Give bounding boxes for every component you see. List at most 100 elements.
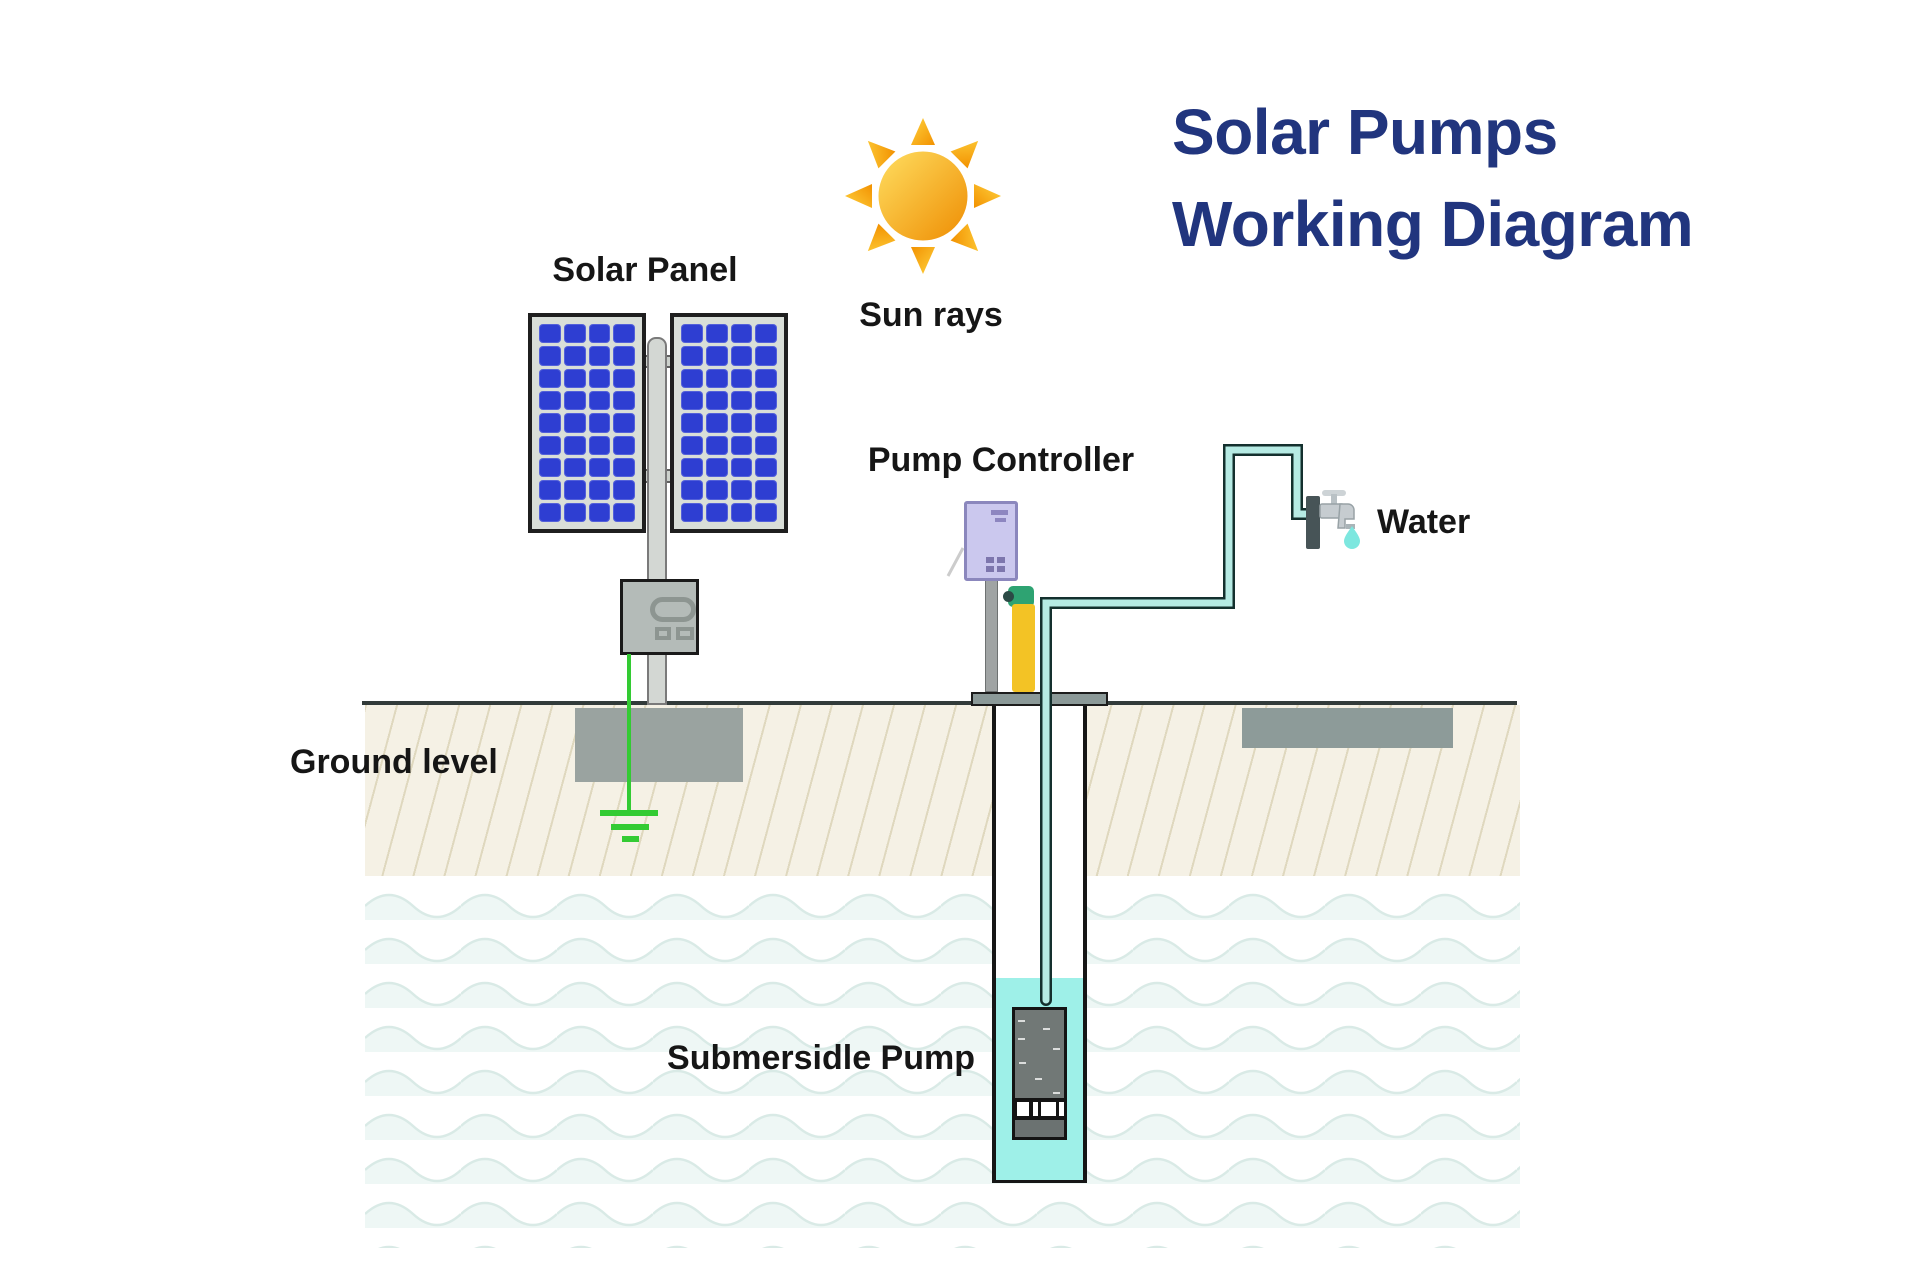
solar-cell [730,324,753,344]
controller-wire [946,547,965,577]
title-line-1: Solar Pumps [1172,96,1558,168]
solar-panel-left [528,313,646,533]
meter-port [655,627,671,640]
solar-cell [613,502,635,522]
controller-label-strip [991,510,1008,515]
solar-cell [681,480,703,500]
solar-cell [563,480,586,500]
solar-cell [730,458,753,478]
ground-level-line [362,701,1517,705]
wellhead-slab [971,692,1108,706]
meter-display [650,597,696,622]
solar-cell [705,413,728,433]
solar-cell [730,391,753,411]
solar-cell [588,502,611,522]
solar-cell [681,413,703,433]
pump-vent [1033,1102,1038,1116]
ground-symbol-icon [600,810,658,816]
panel-footing-block [575,708,743,782]
junction-box [620,579,699,655]
water-label: Water [1377,503,1471,541]
solar-cell [539,435,561,455]
solar-cell [681,346,703,366]
solar-cell [613,480,635,500]
solar-cell [588,480,611,500]
solar-cell [730,413,753,433]
solar-cell [613,435,635,455]
page-title: Solar Pumps Working Diagram [1172,86,1694,270]
solar-cell [705,435,728,455]
solar-cell [755,324,777,344]
sun-rays-label: Sun rays [859,296,1003,334]
water-drop-icon [1344,526,1360,549]
controller-label-strip [995,518,1006,522]
solar-cell [613,391,635,411]
solar-cell [755,458,777,478]
solar-cell [705,502,728,522]
ground-level-label: Ground level [290,743,498,781]
pump-controller-label: Pump Controller [867,441,1135,479]
solar-cell [681,435,703,455]
pump-controller-box [964,501,1018,581]
controller-button [986,557,994,563]
solar-cell [563,346,586,366]
cable-head [1008,586,1034,607]
solar-cell-grid [539,324,635,522]
solar-cell [539,368,561,388]
solar-cell [755,368,777,388]
pump-fleck [1018,1038,1025,1040]
solar-cell [705,480,728,500]
solar-cell [705,368,728,388]
solar-cell [730,368,753,388]
ground-symbol-icon [622,836,639,842]
solar-cell [588,368,611,388]
ground-symbol-icon [611,824,649,830]
water-wave-pattern [365,876,1520,1248]
solar-cell [730,480,753,500]
solar-cell [613,413,635,433]
solar-cell [563,458,586,478]
pump-fleck [1053,1048,1060,1050]
solar-cell [588,346,611,366]
pump-vent [1041,1102,1056,1116]
cable-conduit [1012,604,1035,692]
solar-cell [755,435,777,455]
cable-head-knob [1003,591,1014,602]
solar-cell [588,435,611,455]
solar-cell [539,391,561,411]
solar-cell [613,346,635,366]
solar-cell [539,458,561,478]
solar-cell [755,391,777,411]
controller-pole [985,580,998,692]
pump-fleck [1043,1028,1050,1030]
solar-cell [613,458,635,478]
solar-cell [588,413,611,433]
solar-cell [755,413,777,433]
solar-cell [705,324,728,344]
pump-vent [1017,1102,1029,1116]
solar-cell [588,391,611,411]
solar-cell [613,368,635,388]
solar-cell [588,458,611,478]
pump-fleck [1018,1020,1025,1022]
solar-cell [539,413,561,433]
solar-cell-grid [681,324,777,522]
solar-cell [563,324,586,344]
right-footing-block [1242,708,1453,748]
solar-cell [705,391,728,411]
controller-button [997,566,1005,572]
solar-cell [539,324,561,344]
solar-cell [563,502,586,522]
solar-cell [681,368,703,388]
controller-button [986,566,994,572]
solar-cell [755,480,777,500]
pump-fleck [1035,1078,1042,1080]
grounding-wire [627,654,631,812]
solar-cell [730,346,753,366]
solar-cell [613,324,635,344]
solar-cell [681,324,703,344]
faucet-icon [1306,490,1355,549]
solar-cell [539,502,561,522]
solar-cell [730,435,753,455]
